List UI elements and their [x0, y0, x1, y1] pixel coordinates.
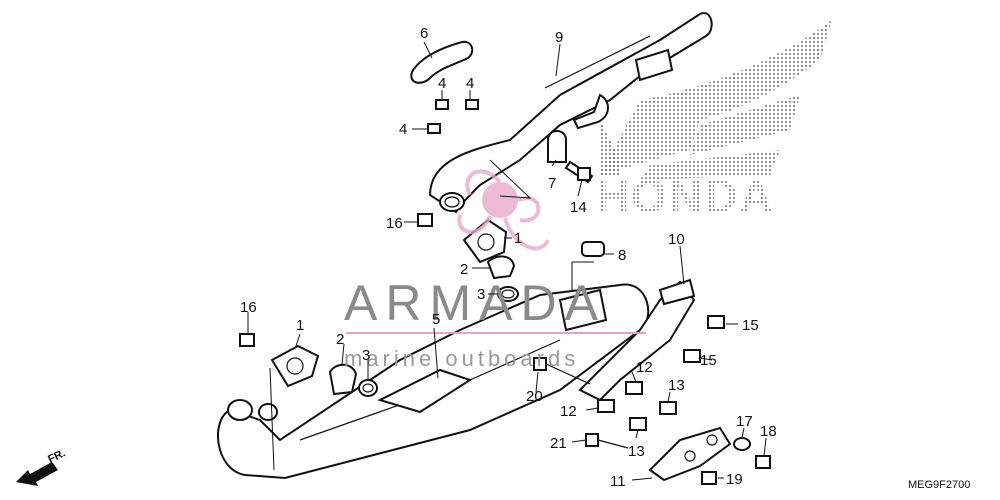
callout-6: 6 — [420, 25, 428, 42]
callout-2-upper: 2 — [460, 261, 468, 278]
clip-nuts — [427, 99, 479, 134]
spacer — [581, 241, 605, 257]
callout-11: 11 — [610, 473, 626, 490]
callout-16-upper: 16 — [386, 215, 403, 232]
callout-21: 21 — [550, 435, 567, 452]
upper-heat-shield — [410, 40, 474, 84]
honda-brand-text: HONDA — [596, 170, 775, 222]
callout-12-upper: 12 — [636, 359, 653, 376]
diagram-code: MEG9F2700 — [908, 479, 970, 491]
callout-16-lower: 16 — [240, 299, 257, 316]
honda-wing-logo — [600, 20, 832, 180]
callout-17: 17 — [736, 413, 753, 430]
watermark-subtitle: marine outboards — [344, 346, 579, 371]
callout-8: 8 — [618, 247, 626, 264]
callout-1-upper: 1 — [514, 230, 522, 247]
upper-muffler — [428, 12, 713, 214]
callout-5: 5 — [432, 311, 440, 328]
callout-4-a: 4 — [438, 75, 446, 92]
callout-14: 14 — [570, 199, 587, 216]
callout-numbers: 6 9 4 4 4 7 14 16 1 2 3 8 10 5 15 15 12 … — [240, 25, 777, 490]
callout-7: 7 — [548, 175, 556, 192]
watermark-underline — [346, 332, 646, 334]
callout-3-lower: 3 — [362, 347, 370, 364]
lower-gasket-group — [239, 333, 378, 397]
step-holder-bracket — [648, 426, 732, 482]
callout-4-c: 4 — [399, 121, 407, 138]
watermark-title: ARMADA — [344, 275, 606, 331]
callout-3-upper: 3 — [477, 286, 485, 303]
muffler-band-clamp — [547, 130, 594, 184]
callout-18: 18 — [760, 423, 777, 440]
callout-2-lower: 2 — [336, 331, 344, 348]
callout-4-b: 4 — [466, 75, 474, 92]
callout-15-upper: 15 — [742, 317, 759, 334]
watermark-logo — [457, 169, 550, 251]
leader-lines — [247, 41, 767, 481]
svg-text:FR.: FR. — [46, 447, 67, 465]
callout-13-lower: 13 — [628, 443, 645, 460]
callout-15-lower: 15 — [700, 352, 717, 369]
front-direction-marker: FR. — [16, 447, 67, 486]
callout-19: 19 — [726, 471, 743, 488]
callout-20: 20 — [526, 388, 543, 405]
callout-13-upper: 13 — [668, 377, 685, 394]
callout-9: 9 — [555, 29, 563, 46]
callout-12-lower: 12 — [560, 403, 577, 420]
muffler-bracket — [578, 278, 696, 402]
callout-10: 10 — [668, 231, 685, 248]
callout-1-lower: 1 — [296, 317, 304, 334]
